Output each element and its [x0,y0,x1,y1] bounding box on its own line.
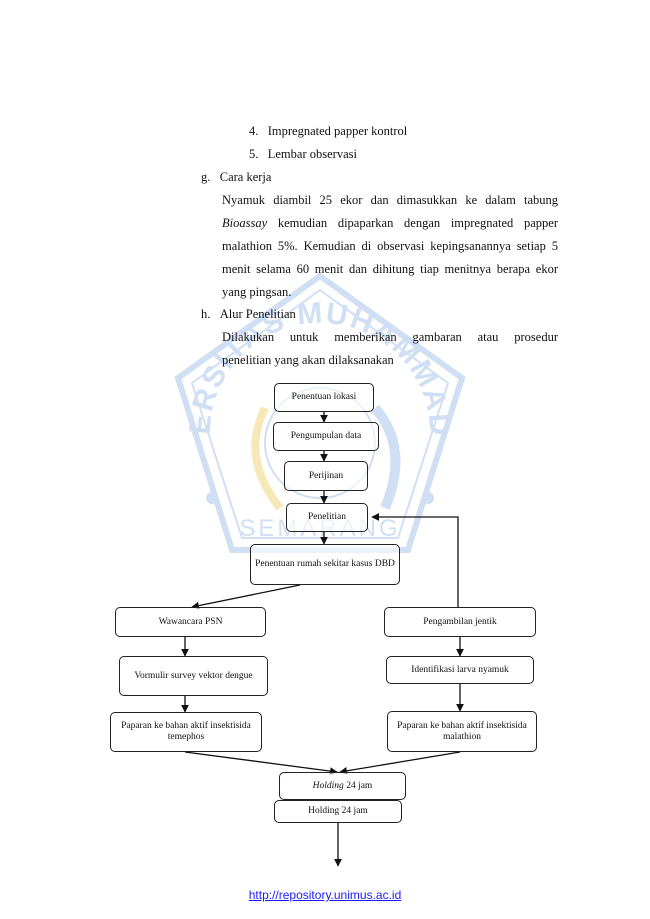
flow-holding: Holding 24 jam [274,800,402,823]
flow-perijinan: Perijinan [284,461,368,491]
section-g-line-1: Nyamuk diambil 25 ekor dan dimasukkan ke… [222,193,558,207]
section-g-heading: g. Cara kerja [201,170,272,184]
flow-wawancara-psn: Wawancara PSN [115,607,266,637]
section-h-heading: h. Alur Penelitian [201,307,296,321]
section-h-line-1: Dilakukan untuk memberikan gambaran atau… [222,330,558,344]
section-h-line-2: penelitian yang akan dilaksanakan [222,353,394,367]
section-g-line-5: yang pingsan. [222,285,292,299]
list-item-5: 5. Lembar observasi [249,147,357,161]
flow-holding-italic: Holding 24 jam [279,772,406,800]
section-g-line-3: malathion 5%. Kemudian di observasi kepi… [222,239,558,253]
section-g-line-2: Bioassay kemudian dipaparkan dengan impr… [222,216,559,230]
flow-identifikasi-larva: Identifikasi larva nyamuk [386,656,534,684]
flow-penentuan-rumah: Penentuan rumah sekitar kasus DBD [250,544,400,585]
flow-paparan-temephos: Paparan ke bahan aktif insektisida temep… [110,712,262,752]
flow-penentuan-lokasi: Penentuan lokasi [274,383,374,412]
flow-pengambilan-jentik: Pengambilan jentik [384,607,536,637]
list-item-4: 4. Impregnated papper kontrol [249,124,408,138]
flow-vormulir-survey: Vormulir survey vektor dengue [119,656,268,696]
flow-pengumpulan-data: Pengumpulan data [273,422,379,451]
flow-paparan-malathion: Paparan ke bahan aktif insektisida malat… [387,711,537,752]
repository-link[interactable]: http://repository.unimus.ac.id [248,888,402,902]
flow-penelitian: Penelitian [286,503,368,532]
section-g-line-4: menit selama 60 menit dan dihitung tiap … [222,262,558,276]
